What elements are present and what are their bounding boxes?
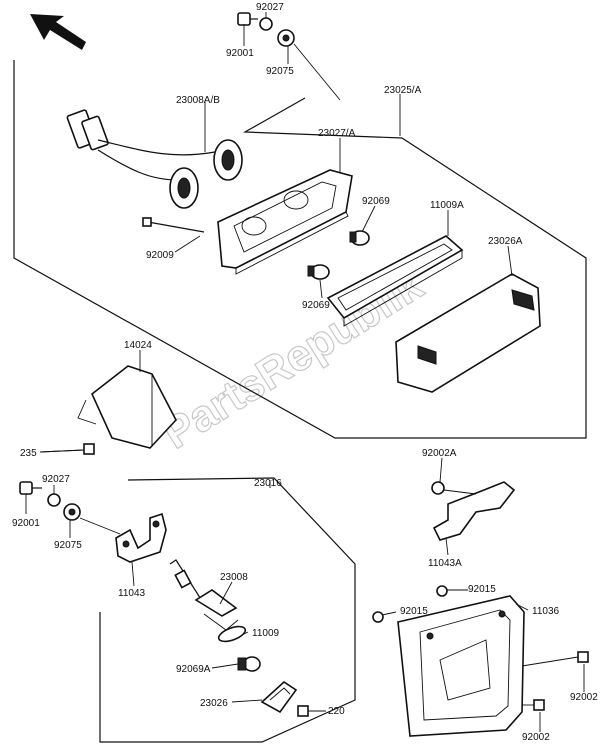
label-92015-left: 92015	[400, 606, 428, 617]
screw-92002-bottom	[522, 699, 545, 711]
label-235: 235	[20, 448, 37, 459]
label-11043a: 11043A	[428, 558, 462, 569]
screw-92002-right	[521, 651, 589, 667]
license-plate-bracket-11036	[397, 595, 525, 737]
label-23026a: 23026A	[488, 236, 523, 247]
label-23008: 23008	[220, 572, 248, 583]
screw-92001-left	[19, 481, 42, 495]
label-92075-left: 92075	[54, 540, 82, 551]
nut-92015-left	[372, 611, 384, 623]
label-92069-bottom: 92069	[302, 300, 330, 311]
bulb-92069-bottom	[307, 264, 330, 280]
lamp-housing-23027a	[217, 169, 353, 275]
gasket-11009a	[326, 235, 464, 327]
bracket-11043a	[431, 481, 516, 541]
label-11036: 11036	[532, 606, 560, 617]
label-92002-right: 92002	[570, 692, 598, 703]
label-23026: 23026	[200, 698, 228, 709]
label-92001-left: 92001	[12, 518, 40, 529]
label-11043: 11043	[118, 588, 146, 599]
label-220: 220	[328, 706, 345, 717]
label-92002-bottom: 92002	[522, 732, 550, 743]
label-92075-top: 92075	[266, 66, 294, 77]
label-23027a: 23027/A	[318, 128, 356, 139]
bulb-92069-right	[349, 230, 370, 246]
screw-220	[297, 705, 326, 717]
nut-92015-right	[436, 585, 448, 597]
wiring-harness-23008ab	[66, 109, 243, 209]
socket-23008	[169, 559, 239, 631]
label-92069-right: 92069	[362, 196, 390, 207]
leader-lines	[25, 12, 585, 732]
label-23008ab: 23008A/B	[176, 95, 220, 106]
label-92009: 92009	[146, 250, 174, 261]
label-23016: 23016	[254, 478, 282, 489]
label-92001-top: 92001	[226, 48, 254, 59]
lens-23026	[260, 680, 298, 714]
label-92015-right: 92015	[468, 584, 496, 595]
bracket-11043	[115, 512, 167, 563]
cover-14024	[77, 365, 177, 449]
label-14024: 14024	[124, 340, 152, 351]
lens-23026a	[395, 273, 541, 393]
taillight-assembly-outline	[13, 60, 587, 439]
screw-92001-top	[237, 12, 258, 26]
label-92027-left: 92027	[42, 474, 70, 485]
label-92002a: 92002A	[422, 448, 457, 459]
collar-92027-left	[47, 493, 61, 507]
license-lamp-assembly-outline	[99, 477, 356, 743]
front-direction-arrow	[30, 14, 86, 50]
nut-235	[39, 443, 95, 455]
gasket-11009	[217, 625, 247, 643]
label-11009: 11009	[252, 628, 280, 639]
bulb-92069a	[237, 656, 261, 672]
label-92069a: 92069A	[176, 664, 211, 675]
grommet-92075-left	[63, 503, 81, 521]
label-92027-top: 92027	[256, 2, 284, 13]
label-11009a: 11009A	[430, 200, 464, 211]
label-23025a: 23025/A	[384, 85, 422, 96]
screw-92009	[142, 217, 205, 233]
grommet-92075-top	[277, 29, 295, 47]
collar-92027-top	[259, 17, 273, 31]
